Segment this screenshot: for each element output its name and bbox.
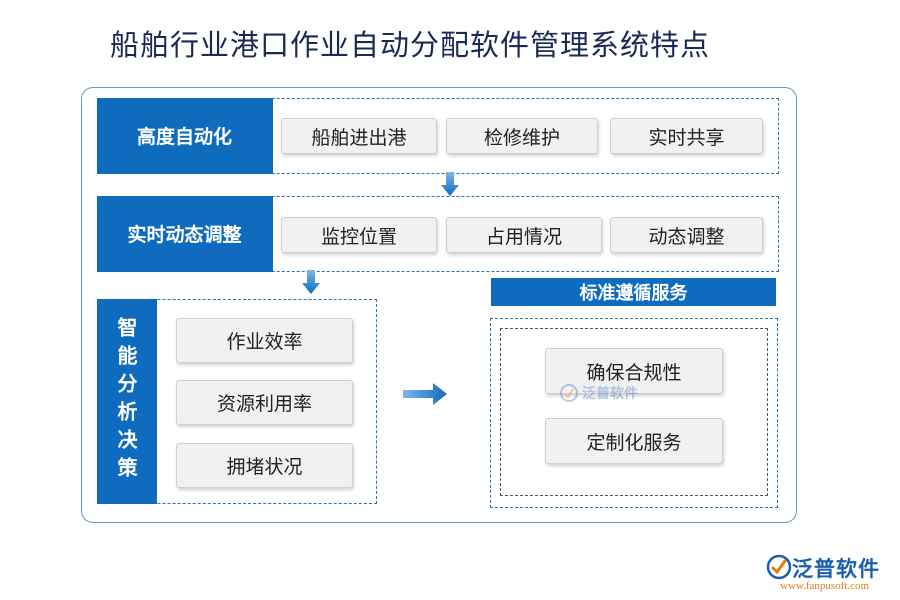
standard-box-inner: [500, 328, 768, 496]
chip-monitor-position: 监控位置: [281, 217, 437, 253]
chip-occupancy: 占用情况: [446, 217, 602, 253]
analysis-label: 智能分析决策: [96, 298, 157, 504]
arrow-down-icon: [302, 270, 320, 294]
chip-work-efficiency: 作业效率: [176, 318, 353, 363]
chip-compliance: 确保合规性: [545, 348, 723, 394]
main-frame: [81, 87, 797, 523]
analysis-box: 智能分析决策: [96, 298, 377, 504]
chip-customized-service: 定制化服务: [545, 418, 723, 464]
watermark-text: 泛普软件: [582, 386, 638, 402]
standard-title: 标准遵循服务: [491, 278, 776, 306]
chip-congestion: 拥堵状况: [176, 443, 353, 488]
watermark: 泛普软件: [560, 383, 638, 403]
chip-dynamic-adjust: 动态调整: [610, 217, 763, 253]
fanpu-logo-icon: [766, 554, 792, 580]
brand-name: 泛普软件: [792, 557, 880, 581]
row-dynamic-adjust: 实时动态调整: [96, 195, 779, 272]
dynamic-adjust-label: 实时动态调整: [96, 195, 273, 272]
chip-resource-utilization: 资源利用率: [176, 380, 353, 425]
brand-logo: 泛普软件 www.fanpusoft.com: [762, 553, 892, 595]
chip-realtime-sharing: 实时共享: [610, 118, 763, 154]
arrow-down-icon: [441, 172, 459, 196]
standard-box-outer: [490, 318, 778, 508]
page-title: 船舶行业港口作业自动分配软件管理系统特点: [110, 28, 711, 62]
chip-maintenance: 检修维护: [446, 118, 598, 154]
brand-url: www.fanpusoft.com: [780, 580, 870, 592]
arrow-right-icon: [403, 383, 447, 405]
fanpu-logo-icon: [560, 384, 578, 402]
row-automation: 高度自动化: [96, 97, 779, 174]
automation-label: 高度自动化: [96, 97, 273, 174]
chip-ship-entry-exit: 船舶进出港: [281, 118, 437, 154]
